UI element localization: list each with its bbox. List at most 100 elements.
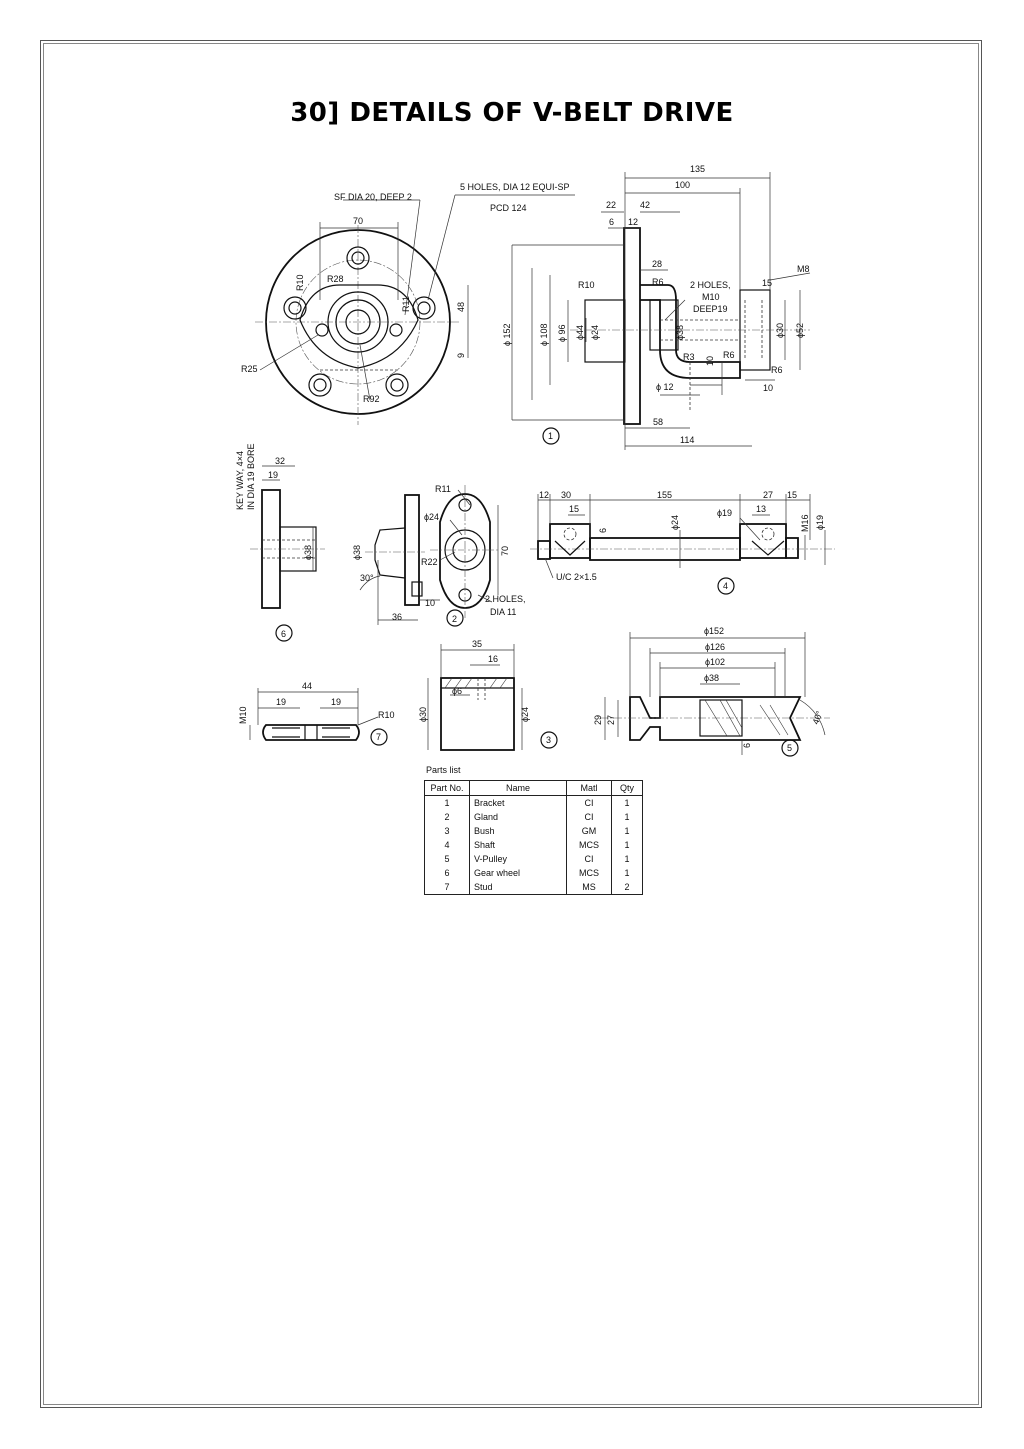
label-phi38d: ϕ38 xyxy=(704,673,719,683)
label-phi30b: ϕ30 xyxy=(418,707,428,722)
cell-name: Shaft xyxy=(469,838,567,852)
label-d58: 58 xyxy=(653,417,663,427)
gear-wheel-view xyxy=(250,465,325,642)
shaft-view xyxy=(530,494,835,595)
cell-matl: CI xyxy=(566,795,612,810)
label-d22: 22 xyxy=(606,200,616,210)
col-part-no: Part No. xyxy=(424,780,470,796)
cell-part-no: 3 xyxy=(424,824,470,838)
bush-view xyxy=(427,644,558,751)
label-keyway1: KEY WAY, 4×4 xyxy=(235,451,245,510)
bracket-section-view xyxy=(511,172,811,450)
label-r25: R25 xyxy=(241,364,258,374)
table-row: 3 Bush GM 1 xyxy=(424,824,643,838)
label-phi24c: ϕ24 xyxy=(670,515,680,530)
cell-matl: CI xyxy=(566,852,612,866)
label-n7: 7 xyxy=(376,732,381,742)
cell-part-no: 1 xyxy=(424,795,470,810)
label-sf: SF DIA 20, DEEP 2 xyxy=(334,192,412,202)
label-d28: 28 xyxy=(652,259,662,269)
cell-qty: 1 xyxy=(611,795,643,810)
label-d27a: 27 xyxy=(763,490,773,500)
cell-qty: 1 xyxy=(611,852,643,866)
label-d6: 6 xyxy=(609,217,614,227)
label-d19b: 19 xyxy=(276,697,286,707)
label-phi38a: ϕ38 xyxy=(675,325,685,340)
page-border-outer xyxy=(40,40,982,1408)
label-r10c: R10 xyxy=(378,710,395,720)
label-d12a: 12 xyxy=(628,217,638,227)
cell-qty: 2 xyxy=(611,880,643,895)
table-row: 7 Stud MS 2 xyxy=(424,880,643,895)
label-r10a: R10 xyxy=(295,274,305,291)
label-n2: 2 xyxy=(452,614,457,624)
label-r6b: R6 xyxy=(723,350,735,360)
label-d155: 155 xyxy=(657,490,672,500)
label-d36: 36 xyxy=(392,612,402,622)
label-n1: 1 xyxy=(548,431,553,441)
label-d114: 114 xyxy=(680,435,694,445)
label-phi24d: ϕ24 xyxy=(520,707,530,722)
label-d30deg: 30° xyxy=(360,573,374,583)
label-d19a: 19 xyxy=(268,470,278,480)
label-n3: 3 xyxy=(546,735,551,745)
cell-qty: 1 xyxy=(611,838,643,852)
parts-list-caption: Parts list xyxy=(426,765,461,775)
cell-matl: MS xyxy=(566,880,612,895)
label-m10b: M10 xyxy=(238,706,248,724)
label-holes2a: 2 HOLES, xyxy=(690,280,731,290)
label-d10c: 10 xyxy=(425,598,435,608)
label-r6c: R6 xyxy=(771,365,783,375)
label-d12b: 12 xyxy=(539,490,549,500)
v-pulley-view xyxy=(600,632,830,757)
page-border-inner xyxy=(43,43,979,1405)
label-holes2b: 2 HOLES, xyxy=(485,594,526,604)
label-d15c: 15 xyxy=(569,504,579,514)
label-d29: 29 xyxy=(593,715,603,725)
label-phi96: ϕ 96 xyxy=(557,324,567,342)
label-d10a: 10 xyxy=(705,356,715,366)
label-phi108: ϕ 108 xyxy=(539,323,549,346)
label-d6c: 6 xyxy=(742,743,752,748)
cell-matl: MCS xyxy=(566,866,612,880)
cell-qty: 1 xyxy=(611,810,643,824)
label-phi6: ϕ6 xyxy=(452,686,462,696)
table-row: 1 Bracket CI 1 xyxy=(424,795,643,810)
label-r22: R22 xyxy=(421,557,438,567)
label-phi44: ϕ44 xyxy=(575,325,585,340)
label-d16: 16 xyxy=(488,654,498,664)
table-row: 6 Gear wheel MCS 1 xyxy=(424,866,643,880)
parts-list-header-row: Part No. Name Matl Qty xyxy=(424,780,643,796)
label-d32: 32 xyxy=(275,456,285,466)
label-phi12: ϕ 12 xyxy=(656,382,674,392)
label-keyway2: IN DIA 19 BORE xyxy=(246,443,256,510)
label-r3: R3 xyxy=(683,352,695,362)
label-d15b: 15 xyxy=(787,490,797,500)
label-phi24b: ϕ24 xyxy=(424,512,439,522)
label-r28: R28 xyxy=(327,274,344,284)
label-d6b: 6 xyxy=(598,528,608,533)
col-matl: Matl xyxy=(566,780,612,796)
label-deep19: DEEP19 xyxy=(693,304,728,314)
label-phi38c: ϕ38 xyxy=(352,545,362,560)
label-phi19a: ϕ19 xyxy=(717,508,732,518)
table-row: 4 Shaft MCS 1 xyxy=(424,838,643,852)
col-name: Name xyxy=(469,780,567,796)
label-r6a: R6 xyxy=(652,277,664,287)
label-d70: 70 xyxy=(353,216,363,226)
label-n5: 5 xyxy=(787,743,792,753)
cell-matl: CI xyxy=(566,810,612,824)
label-r92: R92 xyxy=(363,394,380,404)
label-d135: 135 xyxy=(690,164,705,174)
label-n6: 6 xyxy=(281,629,286,639)
label-m10a: M10 xyxy=(702,292,720,302)
cell-name: Bracket xyxy=(469,795,567,810)
cell-matl: GM xyxy=(566,824,612,838)
cell-part-no: 6 xyxy=(424,866,470,880)
label-phi152a: ϕ 152 xyxy=(502,323,512,346)
cell-name: Stud xyxy=(469,880,567,895)
label-d13: 13 xyxy=(756,504,766,514)
cell-part-no: 7 xyxy=(424,880,470,895)
label-dia11: DIA 11 xyxy=(490,607,516,617)
cell-qty: 1 xyxy=(611,866,643,880)
